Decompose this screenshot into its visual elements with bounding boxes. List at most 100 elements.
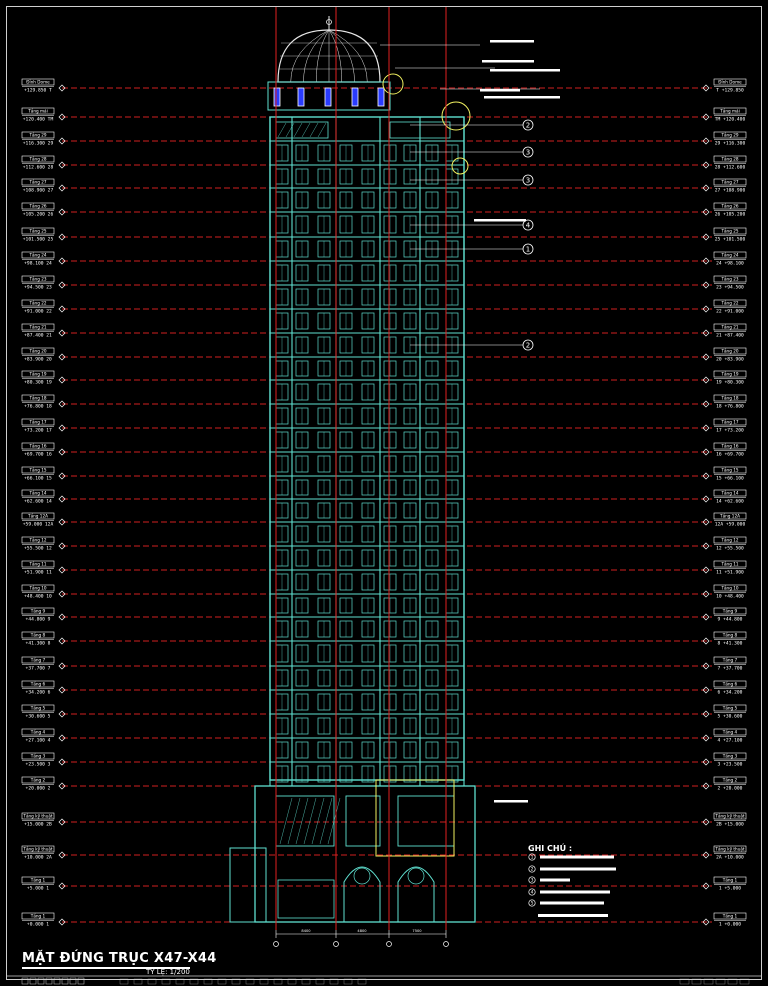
roof-window bbox=[389, 121, 451, 139]
level-marker-icon bbox=[702, 376, 710, 384]
level-name-box bbox=[21, 752, 55, 760]
level-elevation: 10 +48.400 bbox=[716, 594, 744, 600]
hatch bbox=[319, 797, 333, 845]
legend-bubble bbox=[528, 865, 536, 873]
legend-bubble bbox=[528, 876, 536, 884]
note-line bbox=[490, 40, 534, 43]
level-marker-icon bbox=[702, 782, 710, 790]
level-name: Tầng 1 bbox=[30, 878, 46, 883]
level-name: Đỉnh Dome bbox=[26, 80, 50, 85]
level-marker-icon bbox=[702, 257, 710, 265]
level-marker-icon bbox=[702, 233, 710, 241]
entrance-arch bbox=[343, 866, 381, 922]
tower-body bbox=[269, 116, 465, 781]
level-marker-icon bbox=[702, 882, 710, 890]
level-name: Tầng 28 bbox=[720, 157, 738, 162]
level-elevation: 3 +23.500 bbox=[718, 762, 743, 768]
level-marker-icon bbox=[702, 542, 710, 550]
level-marker-icon bbox=[58, 208, 66, 216]
level-name: Tầng 28 bbox=[28, 157, 46, 162]
level-name-box bbox=[713, 418, 747, 426]
level-tag-right: Tầng 55 +30.600 bbox=[702, 704, 747, 720]
level-name-box bbox=[21, 584, 55, 592]
level-tag-right: Tầng 88 +41.300 bbox=[702, 631, 747, 647]
level-name-box bbox=[713, 131, 747, 139]
level-tag-left: Tầng 12A+59.000 12A bbox=[21, 512, 66, 528]
level-name-box bbox=[713, 631, 747, 639]
level-name-box bbox=[713, 489, 747, 497]
level-name: Đỉnh Dome bbox=[718, 80, 742, 85]
level-marker-icon bbox=[702, 710, 710, 718]
dome-rib bbox=[328, 29, 355, 83]
level-marker-icon bbox=[58, 566, 66, 574]
podium-glazing bbox=[345, 795, 381, 847]
level-name: Tầng 22 bbox=[28, 301, 46, 306]
detail-highlight bbox=[375, 779, 455, 857]
title-block-cell bbox=[357, 978, 367, 985]
level-marker-icon bbox=[702, 851, 710, 859]
level-name-box bbox=[21, 442, 55, 450]
detail-circle bbox=[451, 157, 469, 175]
level-name-box bbox=[21, 202, 55, 210]
level-name: Tầng mái bbox=[27, 109, 48, 114]
level-name-box bbox=[713, 607, 747, 615]
level-marker-icon bbox=[58, 758, 66, 766]
level-marker-icon bbox=[702, 590, 710, 598]
hatch bbox=[285, 122, 295, 138]
level-name: Tầng 29 bbox=[720, 133, 738, 138]
level-marker-icon bbox=[58, 257, 66, 265]
level-marker-icon bbox=[702, 161, 710, 169]
title-block-cell bbox=[21, 977, 29, 985]
legend-title: GHI CHÚ : bbox=[528, 844, 573, 853]
callout-number: 2 bbox=[526, 122, 530, 130]
level-name: Tầng 17 bbox=[720, 420, 738, 425]
level-elevation: 2A +10.000 bbox=[716, 855, 744, 861]
level-elevation: +87.400 21 bbox=[24, 333, 52, 339]
level-elevation: 2 +20.000 bbox=[718, 786, 743, 792]
podium bbox=[254, 785, 476, 923]
level-tag-right: Tầng 11 +5.000 bbox=[702, 876, 747, 892]
level-name-box bbox=[21, 275, 55, 283]
level-marker-icon bbox=[702, 137, 710, 145]
level-marker-icon bbox=[702, 495, 710, 503]
level-name-box bbox=[713, 704, 747, 712]
title-block-cell bbox=[203, 978, 213, 985]
level-tag-left: Tầng 28+112.600 28 bbox=[21, 155, 66, 171]
level-marker-icon bbox=[58, 400, 66, 408]
level-name: Tầng 8 bbox=[722, 633, 738, 638]
drum-window bbox=[297, 87, 305, 107]
hatch bbox=[309, 122, 319, 138]
level-name: Tầng 6 bbox=[30, 682, 46, 687]
level-name-box bbox=[21, 394, 55, 402]
level-name: Tầng 21 bbox=[28, 325, 46, 330]
level-name: Tầng 15 bbox=[720, 468, 738, 473]
level-name-box bbox=[713, 812, 747, 820]
level-name-box bbox=[21, 107, 55, 115]
level-elevation: +94.500 23 bbox=[24, 285, 52, 291]
hatch bbox=[327, 797, 341, 845]
level-name-box bbox=[713, 370, 747, 378]
level-name-box bbox=[713, 202, 747, 210]
level-marker-icon bbox=[58, 918, 66, 926]
detail-circle bbox=[441, 101, 471, 131]
level-marker-icon bbox=[58, 161, 66, 169]
level-marker-icon bbox=[58, 448, 66, 456]
level-tag-left: Tầng 4+27.100 4 bbox=[21, 728, 66, 744]
dome-drum bbox=[267, 81, 391, 111]
level-name: Tầng 9 bbox=[30, 609, 46, 614]
callout: 1 bbox=[410, 243, 534, 255]
level-marker-icon bbox=[58, 353, 66, 361]
level-elevation: +41.300 8 bbox=[26, 641, 51, 647]
hatch bbox=[303, 797, 317, 845]
level-elevation: +62.600 14 bbox=[24, 499, 52, 505]
level-elevation: 11 +51.900 bbox=[716, 570, 744, 576]
note-line bbox=[480, 89, 520, 92]
level-name: Tầng 20 bbox=[28, 349, 46, 354]
level-name-box bbox=[21, 512, 55, 520]
level-elevation: 12 +55.500 bbox=[716, 546, 744, 552]
level-tag-left: Tầng kỹ thuật+15.000 2B bbox=[21, 812, 66, 828]
level-elevation: 27 +108.900 bbox=[715, 188, 746, 194]
